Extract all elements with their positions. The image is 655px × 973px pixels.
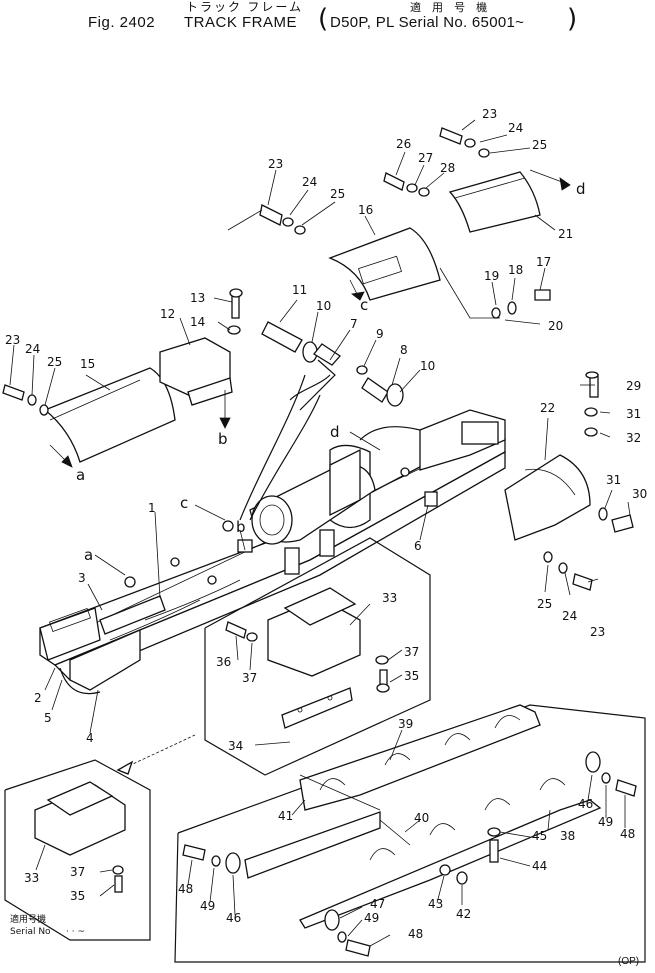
callout-34: 34 [228,739,243,753]
callout-41: 41 [278,809,293,823]
callout-30: 30 [632,487,647,501]
callout-3: 3 [78,571,86,585]
callout-36: 36 [216,655,231,669]
callout-32: 32 [626,431,641,445]
callout-24-right: 24 [562,609,577,623]
callout-28: 28 [440,161,455,175]
inset-left-drawing [4,734,196,941]
callout-37-b: 37 [404,645,419,659]
callout-2: 2 [34,691,42,705]
covers-drawing [43,171,591,541]
callout-48-right: 48 [620,827,635,841]
callout-49-left: 49 [200,899,215,913]
inset-center-drawing [204,537,431,776]
callout-7: 7 [350,317,358,331]
callout-37-c: 37 [70,865,85,879]
callout-10a: 10 [420,359,435,373]
reference-letters: a a b b c c d d [76,180,586,564]
ref-letter-a-lower: a [84,546,93,564]
callout-46-right: 46 [578,797,593,811]
callout-47: 47 [370,897,385,911]
callout-33-center: 33 [382,591,397,605]
track-frame-drawing [39,359,506,695]
callout-25-left: 25 [47,355,62,369]
callout-4: 4 [86,731,94,745]
callout-46-left: 46 [226,911,241,925]
ref-letter-b-lower: b [236,518,246,536]
callout-35-left: 35 [70,889,85,903]
reference-arrows [49,169,571,576]
close-paren: ) [567,4,578,34]
inset-serial-note: 適用号機 Serial No · · ~ [10,913,85,937]
leader-lines [9,119,631,947]
inset-applicability-jp: 適用号機 [10,913,46,925]
callout-26: 26 [396,137,411,151]
callout-25-mid: 25 [330,187,345,201]
applicability-japanese: 適 用 号 機 [410,2,492,14]
ref-letter-c-lower: c [180,494,188,512]
callout-44: 44 [532,859,547,873]
callout-15: 15 [80,357,95,371]
callout-29: 29 [626,379,641,393]
title-japanese: トラック フレーム [186,0,303,14]
ref-letter-d-lower: d [330,423,340,441]
callout-33-left: 33 [24,871,39,885]
open-paren: ( [318,4,329,34]
callout-48-left: 48 [178,882,193,896]
callout-39: 39 [398,717,413,731]
inset-guard-drawing [174,704,646,963]
callout-38: 38 [560,829,575,843]
callout-9: 9 [376,327,384,341]
ref-letter-a-upper: a [76,466,85,484]
callout-6: 6 [414,539,422,553]
callout-25-top: 25 [532,138,547,152]
corner-code: (OP) [618,956,640,967]
callout-27: 27 [418,151,433,165]
callout-14: 14 [190,315,205,329]
callout-13: 13 [190,291,205,305]
callout-31-top: 31 [626,407,641,421]
callout-11: 11 [292,283,307,297]
inset-serial-value: · · ~ [66,927,85,937]
callout-10b: 10 [316,299,331,313]
callout-5: 5 [44,711,52,725]
callout-8: 8 [400,343,408,357]
callout-19: 19 [484,269,499,283]
callout-16: 16 [358,203,373,217]
callout-40: 40 [414,811,429,825]
inset-serial-label: Serial No [10,927,51,937]
callout-18: 18 [508,263,523,277]
callout-23-right: 23 [590,625,605,639]
callout-17: 17 [536,255,551,269]
callout-23-left: 23 [5,333,20,347]
ref-letter-c-upper: c [360,296,368,314]
callout-21: 21 [558,227,573,241]
callout-25-right: 25 [537,597,552,611]
callout-24-mid: 24 [302,175,317,189]
callout-35-center: 35 [404,669,419,683]
callout-12: 12 [160,307,175,321]
callout-20: 20 [548,319,563,333]
callout-49-right: 49 [598,815,613,829]
callout-49-bottom: 49 [364,911,379,925]
callout-45: 45 [532,829,547,843]
callout-23-mid: 23 [268,157,283,171]
callout-labels: 1 2 3 4 5 6 7 8 9 10 10 11 12 13 14 15 1… [5,107,647,941]
callout-22: 22 [540,401,555,415]
callout-48-bottom: 48 [408,927,423,941]
figure-title: TRACK FRAME [184,14,298,31]
callout-31-low: 31 [606,473,621,487]
callout-43: 43 [428,897,443,911]
serial-range: D50P, PL Serial No. 65001~ [330,14,525,31]
ref-letter-d-upper: d [576,180,586,198]
callout-24-top: 24 [508,121,523,135]
callout-23-top: 23 [482,107,497,121]
callout-24-left: 24 [25,342,40,356]
callout-37-a: 37 [242,671,257,685]
callout-1: 1 [148,501,156,515]
ref-letter-b-upper: b [218,430,228,448]
callout-42: 42 [456,907,471,921]
figure-number: Fig. 2402 [88,14,156,31]
